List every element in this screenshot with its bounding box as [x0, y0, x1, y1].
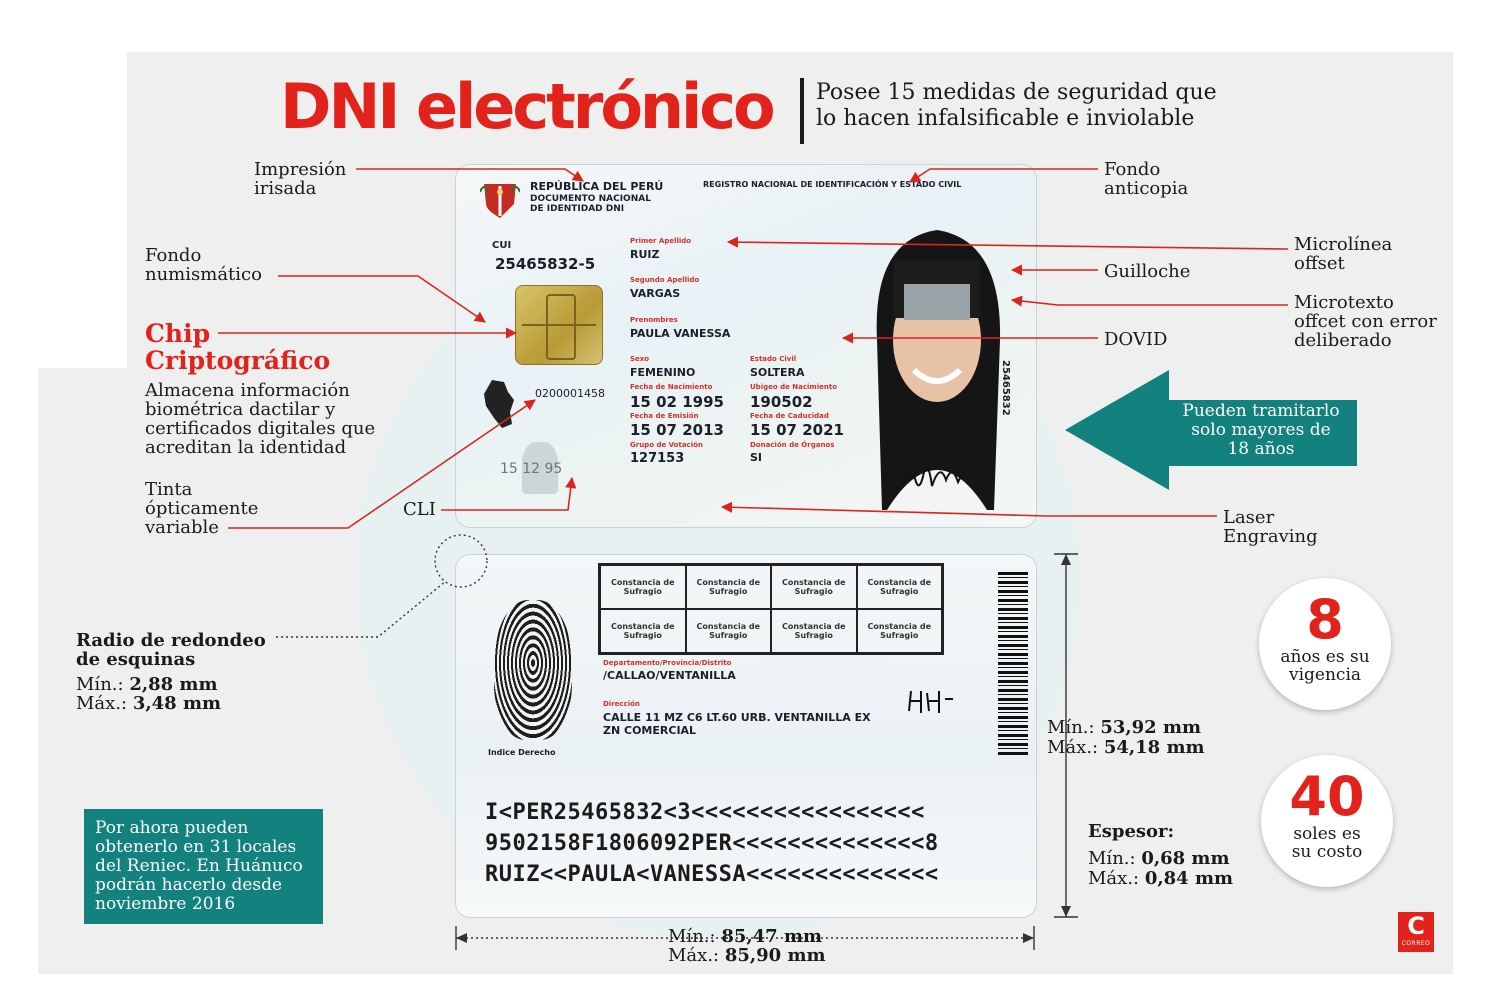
value-prenombres: PAULA VANESSA	[630, 327, 731, 340]
radio-title: Radio de redondeo de esquinas	[76, 630, 266, 670]
label-fondo-numismatico: Fondo numismático	[145, 245, 262, 285]
label-cli: CLI	[403, 499, 436, 520]
label-guilloche: Guilloche	[1104, 261, 1191, 282]
value-fecha-emision: 15 07 2013	[630, 421, 724, 439]
label-microtexto: Microtexto offcet con error deliberado	[1294, 292, 1437, 351]
portrait-photo	[876, 230, 1001, 510]
value-fecha-nacimiento: 15 02 1995	[630, 393, 724, 411]
mrz-line-3: RUIZ<<PAULA<VANESSA<<<<<<<<<<<<<<	[485, 862, 939, 887]
card-serial: 0200001458	[535, 387, 605, 400]
subtitle: Posee 15 medidas de seguridad que lo hac…	[816, 80, 1217, 131]
radio-min: Mín.: 2,88 mm	[76, 674, 218, 695]
width-min: Mín.: 85,47 mm	[668, 926, 823, 947]
label-impresion-irisada: Impresión irisada	[254, 159, 347, 199]
height-max: Máx.: 54,18 mm	[1047, 737, 1205, 758]
label-tinta-optica: Tinta ópticamente variable	[145, 479, 259, 538]
value-estado-civil: SOLTERA	[750, 366, 805, 379]
height-min: Mín.: 53,92 mm	[1047, 717, 1202, 738]
label-donacion: Donación de Órganos	[750, 441, 835, 449]
coat-of-arms-icon	[480, 184, 520, 218]
label-fecha-nacimiento: Fecha de Nacimiento	[630, 383, 713, 391]
value-donacion: SI	[750, 451, 763, 464]
direccion-label: Dirección	[603, 700, 640, 708]
label-fecha-caducidad: Fecha de Caducidad	[750, 412, 829, 420]
thickness-min: Mín.: 0,68 mm	[1088, 848, 1230, 869]
value-segundo-apellido: VARGAS	[630, 287, 681, 300]
title-divider	[800, 78, 804, 144]
mrz-line-1: I<PER25465832<3<<<<<<<<<<<<<<<<<	[485, 800, 925, 825]
direccion-value: CALLE 11 MZ C6 LT.60 URB. VENTANILLA EX …	[603, 711, 871, 737]
label-microlinea: Microlínea offset	[1294, 234, 1393, 274]
label-sexo: Sexo	[630, 355, 650, 363]
indice-label: Indice Derecho	[488, 748, 556, 757]
label-prenombres: Prenombres	[630, 316, 678, 324]
label-primer-apellido: Primer Apellido	[630, 237, 692, 245]
chip-title: Chip Criptográfico	[145, 319, 331, 375]
card-cui-label: CUI	[492, 240, 512, 251]
card-vertical-number: 25465832	[1000, 360, 1011, 416]
barcode	[998, 572, 1028, 757]
suffrage-grid: Constancia de Sufragio Constancia de Suf…	[598, 563, 944, 655]
card-registry: REGISTRO NACIONAL DE IDENTIFICACIÓN Y ES…	[703, 180, 962, 189]
value-fecha-caducidad: 15 07 2021	[750, 421, 844, 439]
radio-max: Máx.: 3,48 mm	[76, 693, 222, 714]
chip-icon	[515, 285, 603, 365]
correo-logo: C CORREO	[1398, 912, 1434, 952]
fingerprint-icon	[494, 600, 572, 740]
value-primer-apellido: RUIZ	[630, 248, 660, 261]
label-grupo-votacion: Grupo de Votación	[630, 441, 703, 449]
thickness-title: Espesor:	[1088, 821, 1175, 842]
label-segundo-apellido: Segundo Apellido	[630, 276, 700, 284]
peru-map-icon	[484, 380, 514, 428]
age-callout-arrow	[1065, 370, 1357, 490]
chip-description: Almacena información biométrica dactilar…	[145, 380, 376, 458]
departamento-value: /CALLAO/VENTANILLA	[603, 669, 736, 682]
departamento-label: Departamento/Provincia/Distrito	[603, 659, 732, 667]
validity-badge: 8 años es su vigencia	[1259, 578, 1391, 710]
cost-badge: 40 soles es su costo	[1261, 755, 1393, 887]
age-callout-text: Pueden tramitarlo solo mayores de 18 año…	[1182, 401, 1340, 459]
label-estado-civil: Estado Civil	[750, 355, 797, 363]
label-ubigeo: Ubigeo de Nacimiento	[750, 383, 838, 391]
label-dovid: DOVID	[1104, 329, 1168, 350]
value-sexo: FEMENINO	[630, 366, 696, 379]
value-grupo-votacion: 127153	[630, 451, 685, 466]
label-fondo-anticopia: Fondo anticopia	[1104, 159, 1189, 199]
thickness-max: Máx.: 0,84 mm	[1088, 868, 1234, 889]
value-ubigeo: 190502	[750, 393, 813, 411]
signature-back	[908, 690, 953, 713]
signature-front	[903, 461, 973, 487]
width-max: Máx.: 85,90 mm	[668, 945, 826, 966]
mrz-line-2: 9502158F1806092PER<<<<<<<<<<<<<<8	[485, 831, 939, 856]
card-cli-number: 15 12 95	[500, 461, 563, 477]
card-cui-value: 25465832-5	[495, 255, 596, 273]
card-doc-type: DOCUMENTO NACIONAL DE IDENTIDAD DNI	[530, 194, 651, 214]
teal-note: Por ahora pueden obtenerlo en 31 locales…	[84, 809, 323, 924]
label-fecha-emision: Fecha de Emisión	[630, 412, 699, 420]
label-laser-engraving: Laser Engraving	[1223, 507, 1318, 547]
card-country: REPÚBLICA DEL PERÚ	[530, 180, 664, 193]
page-title: DNI electrónico	[280, 70, 776, 143]
